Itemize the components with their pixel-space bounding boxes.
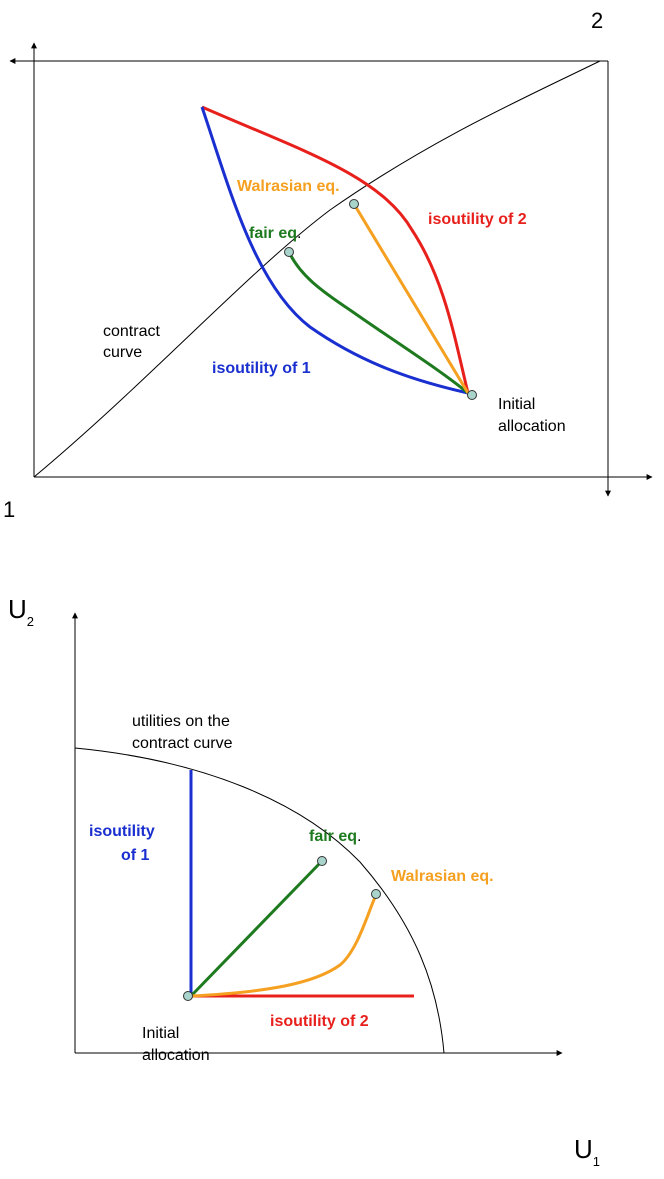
initial-allocation-label: Initial allocation: [498, 396, 566, 435]
fair-eq-path: [189, 859, 324, 998]
agent1-corner-label: 1: [3, 497, 15, 522]
walrasian-eq-point: [349, 199, 359, 209]
fair-eq-point: [284, 247, 294, 257]
fair-eq-point: [317, 856, 327, 866]
frontier-label: utilities on the contract curve: [132, 713, 234, 752]
isoutility-2-curve: [201, 105, 470, 394]
fair-eq-path: [287, 251, 469, 395]
walrasian-eq-path: [190, 894, 378, 998]
fair-eq-label: fair eq.: [309, 828, 361, 845]
isoutility-1-label: isoutility of 1: [89, 823, 159, 864]
isoutility-1-label: isoutility of 1: [212, 360, 311, 377]
walrasian-eq-label: Walrasian eq.: [391, 868, 494, 885]
agent2-corner-label: 2: [591, 8, 603, 33]
contract-curve-label: contract curve: [103, 323, 164, 361]
edgeworth-box: 2 1 contract curve Walrasian eq. fair eq…: [3, 8, 653, 522]
u1-axis-label: U1: [574, 1134, 600, 1169]
fair-eq-label: fair eq.: [249, 225, 301, 242]
walrasian-eq-point: [371, 889, 381, 899]
isoutility-1-curve: [200, 106, 469, 395]
utility-space: U2 U1 utilities on the contract curve is…: [8, 594, 600, 1169]
walrasian-eq-label: Walrasian eq.: [237, 178, 340, 195]
initial-allocation-point: [467, 390, 477, 400]
initial-allocation-point: [183, 991, 193, 1001]
initial-allocation-label: Initial allocation: [142, 1025, 210, 1064]
isoutility-2-label: isoutility of 2: [428, 211, 527, 228]
utility-frontier: [74, 747, 445, 1054]
isoutility-2-label: isoutility of 2: [270, 1013, 369, 1030]
walrasian-eq-path: [352, 203, 470, 394]
contract-curve: [33, 60, 601, 478]
u2-axis-label: U2: [8, 594, 34, 629]
